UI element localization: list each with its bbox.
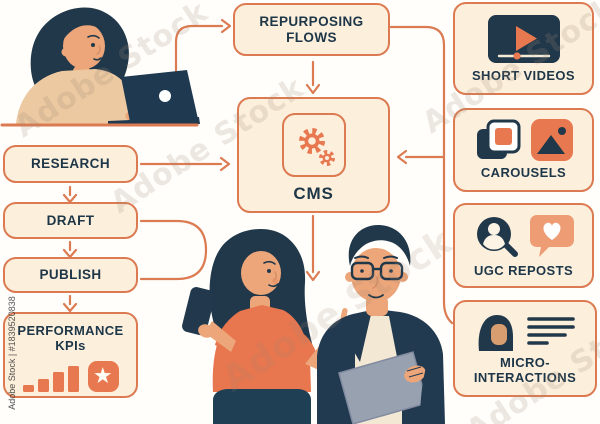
connectors [62, 18, 454, 325]
card-ugc-reposts: UGC REPOSTS [453, 203, 594, 288]
node-cms: CMS [237, 97, 390, 213]
writer-illustration [0, 7, 200, 127]
user-magnifier-icon [476, 216, 518, 257]
card-label: SHORT VIDEOS [471, 67, 576, 83]
man-illustration [317, 225, 445, 424]
card-carousels: CAROUSELS [453, 108, 594, 192]
node-research: RESEARCH [3, 145, 138, 183]
node-repurposing-flows: REPURPOSING FLOWS [233, 3, 390, 56]
woman-skirt [213, 389, 311, 424]
photo-icon [530, 119, 573, 162]
card-label: UGC REPOSTS [473, 262, 574, 278]
man-face [351, 248, 401, 302]
text-lines-icon [527, 316, 575, 345]
gears-icon [281, 112, 346, 177]
card-label: MICRO-INTERACTIONS [473, 355, 577, 385]
node-performance-kpis: PERFORMANCE KPIs ★ [3, 312, 138, 398]
node-publish: PUBLISH [3, 257, 138, 293]
glasses [350, 261, 375, 281]
smartphone [182, 287, 215, 336]
arrow-writer-to-repurposing [174, 24, 224, 76]
star-icon: ★ [87, 360, 119, 392]
card-micro-interactions: MICRO-INTERACTIONS [453, 300, 597, 397]
man-hair [348, 225, 411, 266]
video-player-icon [487, 14, 560, 63]
heart-bubble-icon [529, 214, 574, 257]
node-draft: DRAFT [3, 202, 138, 239]
card-label: CAROUSELS [480, 165, 567, 181]
loop-draft-publish [139, 219, 208, 281]
node-label: DRAFT [46, 212, 95, 228]
person-bust-icon [478, 315, 513, 352]
stacked-cards-icon [476, 119, 520, 160]
laptop-logo [159, 90, 171, 102]
node-label: RESEARCH [31, 156, 110, 172]
woman-illustration [182, 228, 349, 424]
node-label: PUBLISH [39, 267, 102, 283]
bar-chart-icon [22, 365, 79, 392]
node-label: CMS [293, 183, 334, 203]
node-label: PERFORMANCE KPIs [17, 323, 124, 353]
card-short-videos: SHORT VIDEOS [453, 2, 594, 95]
rail-right [389, 25, 454, 325]
node-label: REPURPOSING FLOWS [259, 13, 364, 45]
writer-face [63, 23, 105, 69]
writer-sweater [16, 69, 157, 125]
